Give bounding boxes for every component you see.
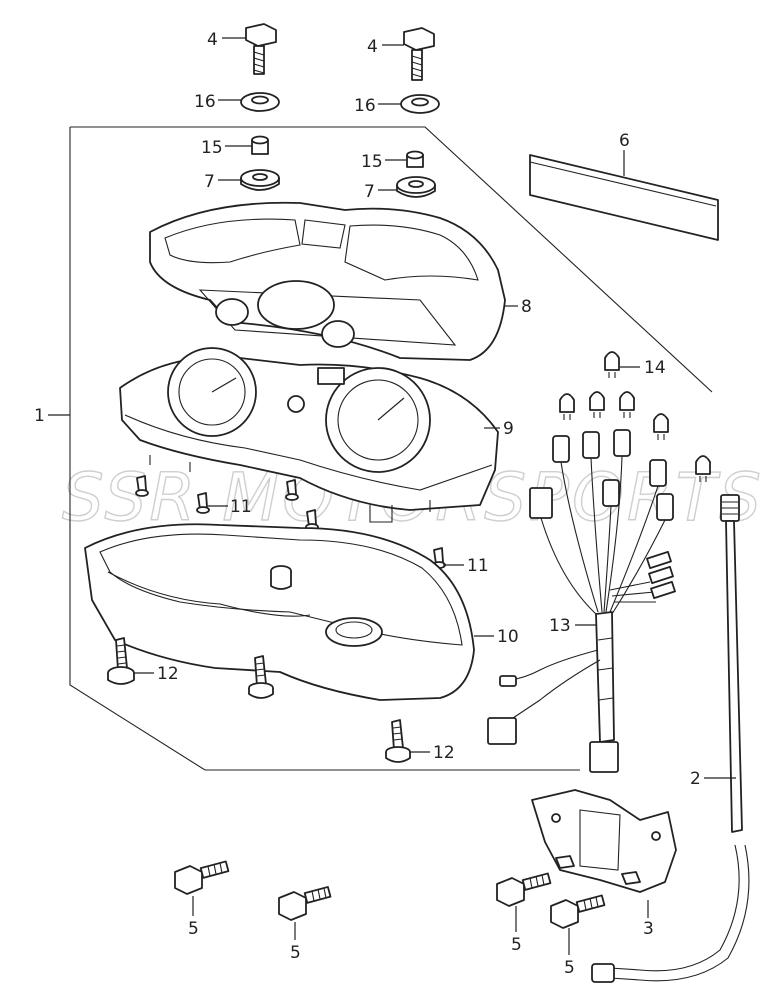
callout-3: 3 — [643, 919, 654, 939]
screw-11-a — [135, 475, 149, 497]
callout-5-d: 5 — [564, 958, 575, 978]
callout-5-c: 5 — [511, 935, 522, 955]
bulb-14-d — [619, 391, 635, 418]
upper-cover-8 — [149, 201, 506, 361]
callout-15-right: 15 — [361, 152, 383, 172]
screw-12-c — [385, 719, 411, 763]
callout-5-a: 5 — [188, 919, 199, 939]
bolt-4-left — [245, 23, 277, 75]
bulb-14-e — [653, 413, 669, 440]
grommet-7-right — [396, 176, 436, 198]
callout-4-right: 4 — [367, 37, 378, 57]
callout-10: 10 — [497, 627, 519, 647]
bolt-5-d — [550, 894, 606, 929]
callout-4-left: 4 — [207, 30, 218, 50]
callout-1: 1 — [34, 406, 45, 426]
bulb-14-c — [589, 391, 605, 418]
callout-7-left: 7 — [204, 172, 215, 192]
grommet-7-left — [240, 169, 280, 191]
leader-lines — [48, 37, 736, 955]
bolt-5-c — [496, 872, 552, 907]
collar-15-right — [406, 150, 424, 168]
callout-12-b: 12 — [433, 743, 455, 763]
callout-11-a: 11 — [230, 497, 252, 517]
callout-11-b: 11 — [467, 556, 489, 576]
callout-5-b: 5 — [290, 943, 301, 963]
screw-11-b — [196, 492, 210, 514]
screw-12-a — [107, 637, 135, 685]
collar-15-left — [251, 135, 269, 155]
bulb-14-f — [695, 455, 711, 482]
foam-pad-6 — [529, 154, 719, 241]
bulb-14-a — [604, 351, 620, 378]
callout-2: 2 — [690, 769, 701, 789]
washer-16-left — [240, 92, 280, 112]
bulb-14-b — [559, 393, 575, 420]
callout-7-right: 7 — [364, 182, 375, 202]
bracket-3 — [531, 789, 677, 893]
callout-15-left: 15 — [201, 138, 223, 158]
wiring-harness-13 — [487, 429, 676, 773]
screw-11-c — [285, 479, 299, 501]
callout-6: 6 — [619, 131, 630, 151]
callout-8: 8 — [521, 297, 532, 317]
callout-16-right: 16 — [354, 96, 376, 116]
callout-12-a: 12 — [157, 664, 179, 684]
screw-12-b — [248, 655, 274, 699]
callout-13: 13 — [549, 616, 571, 636]
assembly-boundary — [69, 126, 713, 771]
bolt-5-a — [174, 860, 230, 895]
callout-9: 9 — [503, 419, 514, 439]
callout-16-left: 16 — [194, 92, 216, 112]
speedometer-cable-2 — [591, 494, 750, 983]
callout-14: 14 — [644, 358, 666, 378]
lower-case-10 — [84, 523, 475, 701]
bolt-4-right — [403, 27, 435, 81]
washer-16-right — [400, 94, 440, 114]
bolt-5-b — [278, 886, 332, 921]
instrument-cluster-9 — [119, 347, 499, 523]
